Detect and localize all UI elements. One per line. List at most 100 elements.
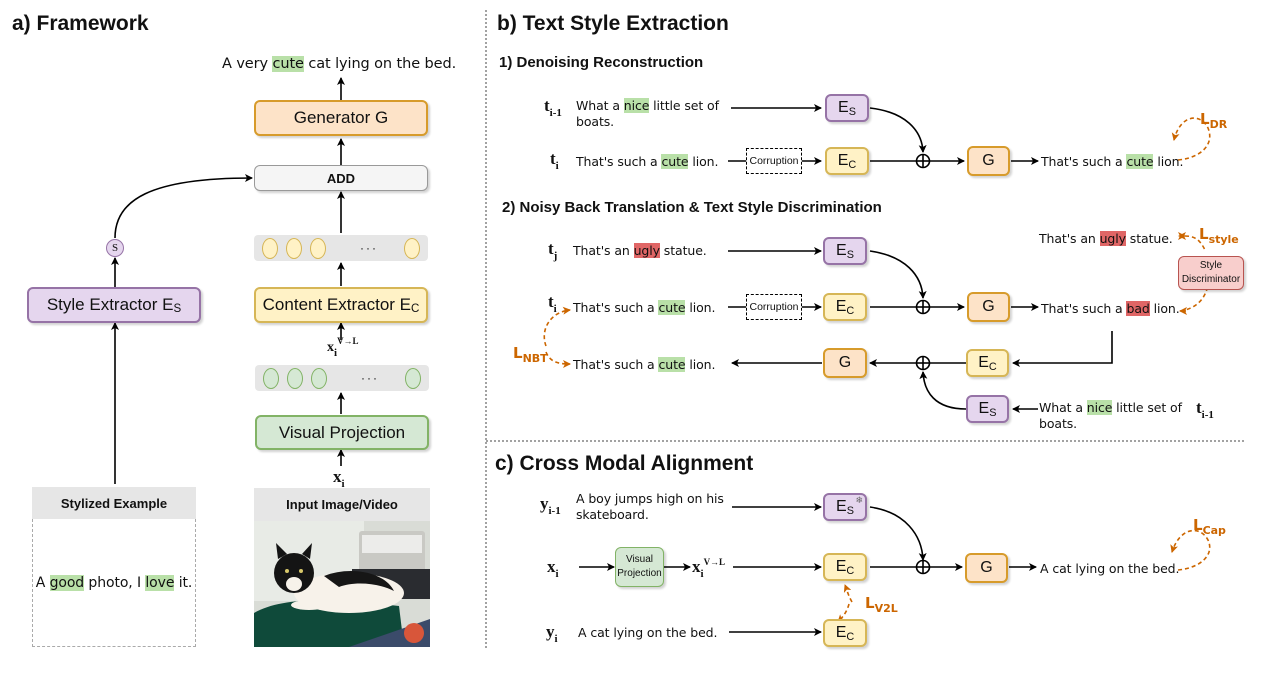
visual-projection-label: Visual Projection [278, 422, 406, 442]
var-sub: i [334, 347, 338, 359]
text: skateboard. [576, 507, 649, 522]
loss-base: L [1193, 516, 1203, 534]
text: That's such a [573, 300, 659, 315]
subscript: S [846, 504, 854, 517]
loss-v2l-label: LV2L [865, 594, 898, 615]
subscript: C [988, 360, 997, 373]
corruption-block: Corruption [746, 294, 802, 320]
projected-variable: xiV→L [692, 557, 725, 580]
text: That's such a [1041, 301, 1127, 316]
subscript: C [846, 304, 855, 317]
block-label: E [836, 498, 847, 515]
text: little set of [1112, 400, 1182, 415]
var-y-i: yi [546, 622, 558, 645]
caption-text: A very [222, 56, 273, 72]
var-t-i-1: ti-1 [544, 96, 562, 119]
loss-style-label: Lstyle [1199, 225, 1239, 246]
projection-label: Visual [625, 554, 654, 565]
generator-block: G [823, 348, 867, 378]
add-block: ADD [254, 165, 428, 191]
var-sub: i [700, 568, 704, 580]
caption-highlight: cute [272, 56, 304, 72]
var-base: x [547, 557, 556, 576]
var-base: t [548, 239, 554, 258]
loss-base: L [1200, 110, 1210, 128]
content-token [286, 237, 302, 259]
stylized-example-header: Stylized Example [32, 487, 196, 519]
text: What a [576, 98, 624, 113]
highlight: cute [658, 357, 686, 372]
block-label: E [837, 152, 849, 169]
loss-base: L [513, 344, 523, 362]
generator-label: Generator G [293, 108, 389, 127]
loss-sub: Cap [1202, 524, 1226, 537]
var-base: x [692, 557, 701, 576]
content-token-row: ··· [254, 235, 428, 261]
block-label: E [836, 242, 847, 259]
var-sub: i-1 [548, 505, 561, 517]
denoising-reconstruction-title: 1) Denoising Reconstruction [499, 54, 704, 71]
var-sub: i [555, 568, 559, 580]
visual-token [287, 367, 303, 389]
text: lion. [685, 357, 716, 372]
caption-text: cat lying on the bed. [303, 56, 457, 72]
subscript: C [411, 303, 420, 316]
var-sub: i [341, 478, 345, 490]
snowflake-icon: ❄ [855, 495, 863, 505]
var-base: t [550, 149, 556, 168]
content-token [262, 237, 278, 259]
highlight: cute [1126, 154, 1154, 169]
content-extractor-label: Content Extractor E [262, 295, 411, 314]
text: lion. [1153, 154, 1184, 169]
var-base: x [327, 340, 334, 355]
text: little set of [649, 98, 719, 113]
back-translated-sentence: That's such a cute lion. [573, 357, 715, 372]
visual-projection-block: Visual Projection [255, 415, 429, 450]
projected-variable: xiV→L [327, 336, 359, 359]
ellipsis: ··· [360, 241, 378, 255]
input-variable: xi [333, 467, 345, 490]
var-y-i-1: yi-1 [540, 494, 561, 517]
ground-truth-caption: A cat lying on the bed. [578, 625, 718, 640]
style-sentence: That's an ugly statue. [573, 243, 707, 258]
text: lion. [685, 300, 716, 315]
style-token: S [106, 239, 124, 257]
var-base: t [1196, 398, 1202, 417]
var-base: y [540, 494, 549, 513]
text: boats. [1039, 416, 1078, 431]
text: That's an [573, 243, 634, 258]
text: That's such a [1041, 154, 1127, 169]
generator-block: G [967, 292, 1010, 322]
corruption-block: Corruption [746, 148, 802, 174]
panel-a-title: a) Framework [12, 12, 149, 35]
text: lion. [1149, 301, 1180, 316]
noisy-back-translation-title: 2) Noisy Back Translation & Text Style D… [502, 199, 882, 216]
visual-token [263, 367, 279, 389]
block-label: E [835, 624, 847, 641]
loss-sub: V2L [874, 602, 898, 615]
content-token [310, 237, 326, 259]
text: statue. [659, 243, 707, 258]
add-label: ADD [326, 170, 356, 186]
style-extractor-label: Style Extractor E [46, 295, 174, 314]
reconstructed-sentence: That's such a cute lion. [1041, 154, 1183, 169]
loss-sub: style [1208, 233, 1239, 246]
block-label: E [978, 400, 990, 417]
subscript: C [848, 158, 857, 171]
generator-block: G [965, 553, 1008, 583]
text: it. [174, 574, 193, 591]
framework-output-caption: A very cute cat lying on the bed. [222, 56, 456, 72]
highlight: cute [661, 154, 689, 169]
subscript: C [846, 564, 855, 577]
